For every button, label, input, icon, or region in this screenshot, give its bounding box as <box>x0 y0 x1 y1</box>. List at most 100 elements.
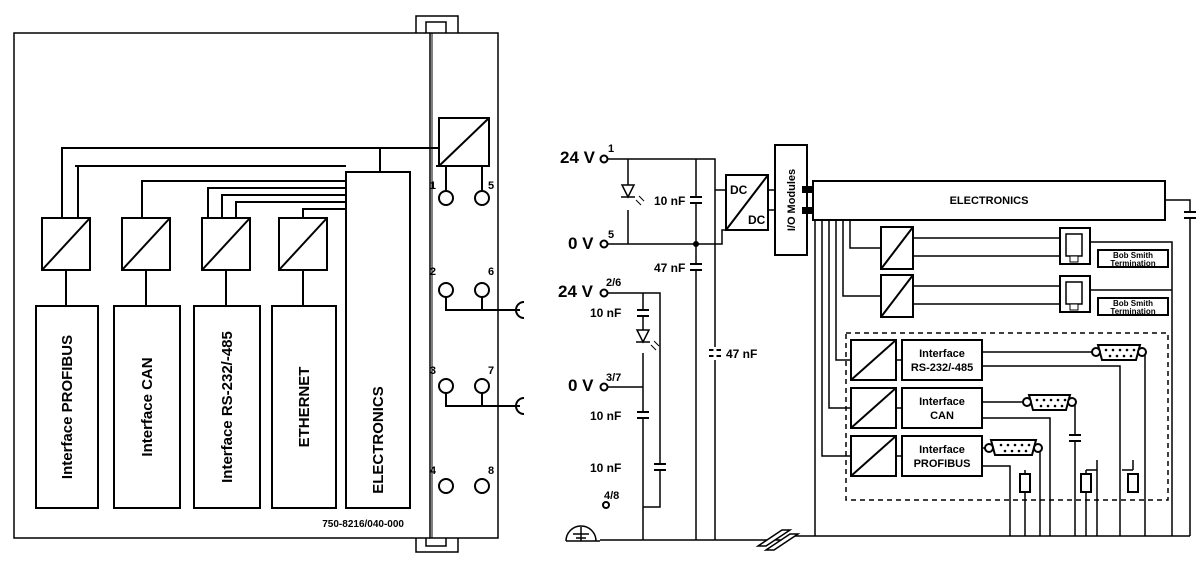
junction-dot <box>693 241 699 247</box>
dsub-connector-profibus <box>984 439 1043 456</box>
terminal-label: 2 <box>430 266 436 278</box>
pin-label: 4/8 <box>604 490 619 502</box>
io-modules-block <box>774 144 808 256</box>
supply-24v-label: 24 V <box>560 148 596 167</box>
interface-label: Interface <box>919 348 965 360</box>
converter-diagonal <box>725 174 769 231</box>
capacitor-label: 10 nF <box>590 461 621 475</box>
left-converter-2 <box>121 217 171 306</box>
interface-converter-can <box>850 387 902 429</box>
interface-profibus-box <box>901 435 983 477</box>
module-label: Interface PROFIBUS <box>59 335 76 479</box>
left-converter-1 <box>41 217 91 306</box>
interface-can-box <box>901 387 983 429</box>
terminal-label: 7 <box>488 365 494 377</box>
connector-pin <box>802 207 812 214</box>
supply-0v-label: 0 V <box>568 376 594 395</box>
pin-label: 2/6 <box>606 277 621 289</box>
terminal-7 <box>474 378 490 394</box>
electronics-to-ground <box>1165 199 1191 536</box>
termination-label: Termination <box>1110 259 1155 268</box>
resistor <box>1127 473 1139 493</box>
terminal-label: 6 <box>488 266 494 278</box>
supply-terminal <box>602 501 610 509</box>
module-ethernet <box>271 305 337 509</box>
terminal-4 <box>438 478 454 494</box>
converter-output <box>768 189 775 211</box>
module-electronics <box>345 171 411 509</box>
interface-label: Interface <box>919 444 965 456</box>
module-can <box>113 305 181 509</box>
termination-label: Termination <box>1110 307 1155 316</box>
dcdc-label: DC <box>730 183 748 197</box>
module-profibus <box>35 305 99 509</box>
termination-label: Bob Smith <box>1113 251 1153 260</box>
capacitor-label: 10 nF <box>590 409 621 423</box>
rj45-jack-1 <box>1059 227 1091 265</box>
terminal-2 <box>438 282 454 298</box>
module-label: ELECTRONICS <box>370 386 387 494</box>
module-label: Interface RS-232/-485 <box>219 331 236 483</box>
interface-converter-rs232 <box>850 339 902 381</box>
terminal-label: 1 <box>430 180 436 192</box>
supply-24v-label: 24 V <box>558 282 594 301</box>
terminal-1 <box>438 190 454 206</box>
article-number: 750-8216/040-000 <box>322 519 404 530</box>
dsub-connector-rs232 <box>1091 344 1147 361</box>
terminal-8 <box>474 478 490 494</box>
interface-label: PROFIBUS <box>914 458 971 470</box>
connector-pin <box>802 186 812 193</box>
din-rail-icon <box>755 529 801 551</box>
io-modules-label: I/O Modules <box>786 169 798 231</box>
led-arrows <box>635 195 660 351</box>
terminal-6 <box>474 282 490 298</box>
resistor <box>1019 473 1031 493</box>
terminal-5 <box>474 190 490 206</box>
supply-terminal <box>599 382 609 392</box>
ethernet-converter-1 <box>880 226 914 270</box>
capacitor-label: 10 nF <box>590 306 621 320</box>
ground-icon <box>565 525 600 542</box>
capacitor-label: 47 nF <box>726 347 757 361</box>
electronics-distribution <box>814 220 1173 536</box>
termination-box <box>1097 249 1169 268</box>
termination-label: Bob Smith <box>1113 299 1153 308</box>
termination-box <box>1097 297 1169 316</box>
terminal-3 <box>438 378 454 394</box>
module-label: Interface CAN <box>139 357 156 456</box>
pin-label: 1 <box>608 143 614 155</box>
module-rs232 <box>193 305 261 509</box>
dcdc-label: DC <box>748 213 766 227</box>
capacitor-label: 47 nF <box>654 261 685 275</box>
ethernet-converter-2 <box>880 274 914 318</box>
terminal-label: 5 <box>488 180 494 192</box>
left-converter-3 <box>201 217 251 306</box>
supply-0v-label: 0 V <box>568 234 594 253</box>
interface-converter-profibus <box>850 435 902 477</box>
electronics-label: ELECTRONICS <box>950 195 1029 207</box>
supply-wiring <box>600 158 1190 541</box>
terminal-label: 8 <box>488 465 494 477</box>
rj45-jack-2 <box>1059 275 1091 313</box>
left-bus-wires <box>61 147 480 218</box>
pin-label: 5 <box>608 229 614 241</box>
interface-label: CAN <box>930 410 954 422</box>
fieldbus-area <box>845 332 1169 501</box>
resistor <box>1080 473 1092 493</box>
interface-rs232-box <box>901 339 983 381</box>
terminal-label: 4 <box>430 465 437 477</box>
terminal-label: 3 <box>430 365 436 377</box>
electronics-block <box>812 180 1166 221</box>
pin-label: 3/7 <box>606 372 621 384</box>
supply-terminal <box>599 154 609 164</box>
terminal-strip <box>438 117 525 494</box>
interface-label: RS-232/-485 <box>911 362 973 374</box>
interface-label: Interface <box>919 396 965 408</box>
supply-terminal <box>599 288 609 298</box>
led-symbol <box>620 184 651 344</box>
capacitor-label: 10 nF <box>654 194 685 208</box>
dsub-connector-can <box>1022 394 1077 411</box>
left-converter-4 <box>278 217 328 306</box>
left-housing <box>13 15 499 553</box>
